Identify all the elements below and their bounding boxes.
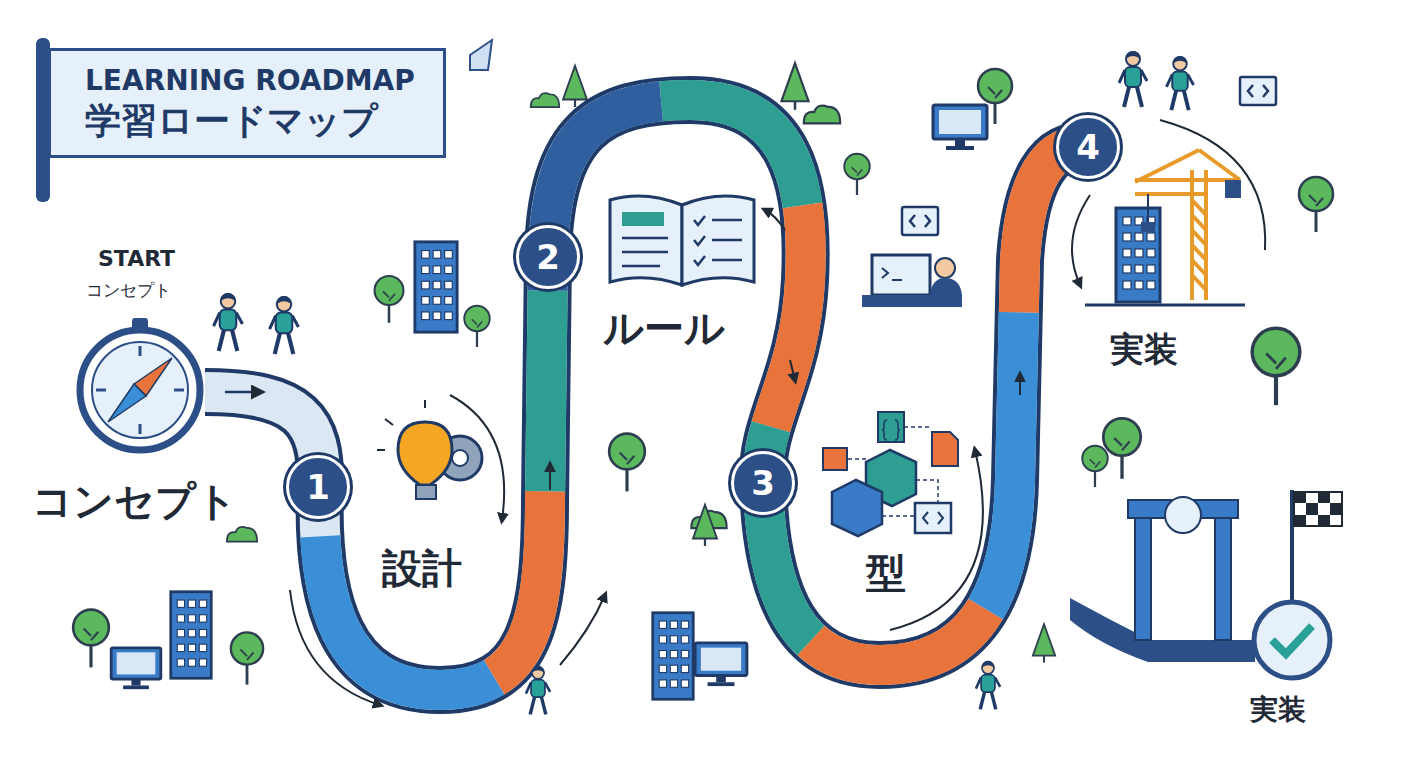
title-text: LEARNING ROADMAP [85, 63, 415, 98]
crane-building-icon [1085, 150, 1245, 305]
step-label: 実装 [1250, 694, 1306, 726]
callout-number: 4 [1076, 130, 1100, 164]
title-banner: LEARNING ROADMAP学習ロードマップ [48, 48, 446, 158]
lightbulb-icon [377, 400, 482, 499]
callout-number: 2 [536, 240, 560, 274]
step-label: ルール [603, 305, 725, 351]
subtitle-text: 学習ロードマップ [85, 98, 415, 143]
step-label: 実装 [1110, 330, 1178, 369]
blocks-icon [823, 412, 958, 536]
step-label: 設計 [382, 545, 462, 591]
compass-icon [80, 318, 200, 450]
finish-icon [1070, 490, 1342, 678]
step-circle: 2 [516, 225, 580, 289]
road [205, 100, 1088, 690]
step-label: START [98, 246, 175, 271]
callout-number: 1 [306, 470, 330, 504]
direction-arrows [290, 120, 1265, 705]
step-circle: 1 [286, 455, 350, 519]
step-label: コンセプト [32, 478, 237, 524]
scenery [73, 63, 1333, 714]
book-icon [610, 196, 754, 285]
step-label: コンセプト [86, 281, 171, 301]
step-circle: 3 [731, 451, 795, 515]
step-label: 型 [866, 550, 906, 596]
step-circle: 4 [1056, 115, 1120, 179]
coder-icon [862, 207, 962, 307]
callout-number: 3 [751, 466, 775, 500]
